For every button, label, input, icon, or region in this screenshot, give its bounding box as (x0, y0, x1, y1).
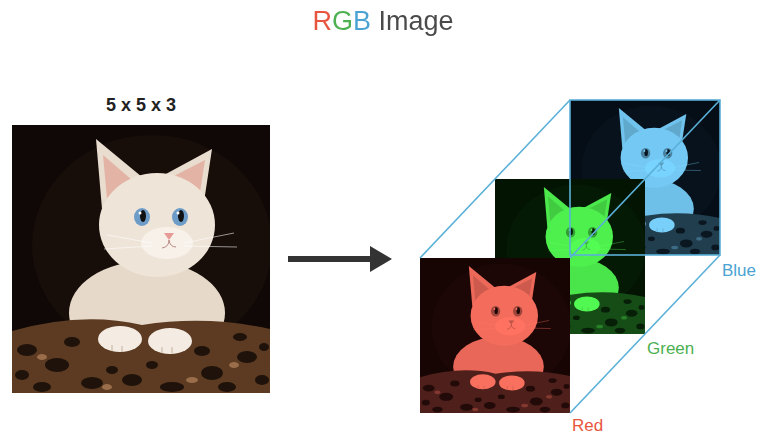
wireframe-edge (570, 255, 720, 413)
label-group: Blue (722, 261, 756, 281)
red-channel-image (420, 258, 571, 413)
wireframe-back-face (570, 100, 720, 255)
green-channel: Green (495, 179, 645, 334)
arrow-shaft (288, 256, 372, 262)
wireframe-edge (570, 100, 720, 258)
node-label: Blue (722, 261, 756, 281)
flow-arrow (288, 246, 392, 272)
node-label: Green (647, 339, 694, 359)
node-label: 5 x 5 x 3 (12, 95, 270, 116)
node-label: Red (572, 416, 603, 436)
red-channel: Red (420, 258, 570, 413)
diagram-title: RGB Image (312, 5, 453, 37)
blue-channel: Blue (570, 100, 720, 255)
channel-wireframe (420, 100, 720, 413)
cat-photo (12, 125, 272, 393)
wireframe-edge (420, 100, 570, 258)
label-group: Red (572, 416, 603, 436)
label-group: Green (647, 339, 694, 359)
arrow-head (370, 246, 392, 272)
label-group: 5 x 5 x 3 (12, 95, 270, 116)
input-image: 5 x 5 x 3 (12, 125, 270, 393)
